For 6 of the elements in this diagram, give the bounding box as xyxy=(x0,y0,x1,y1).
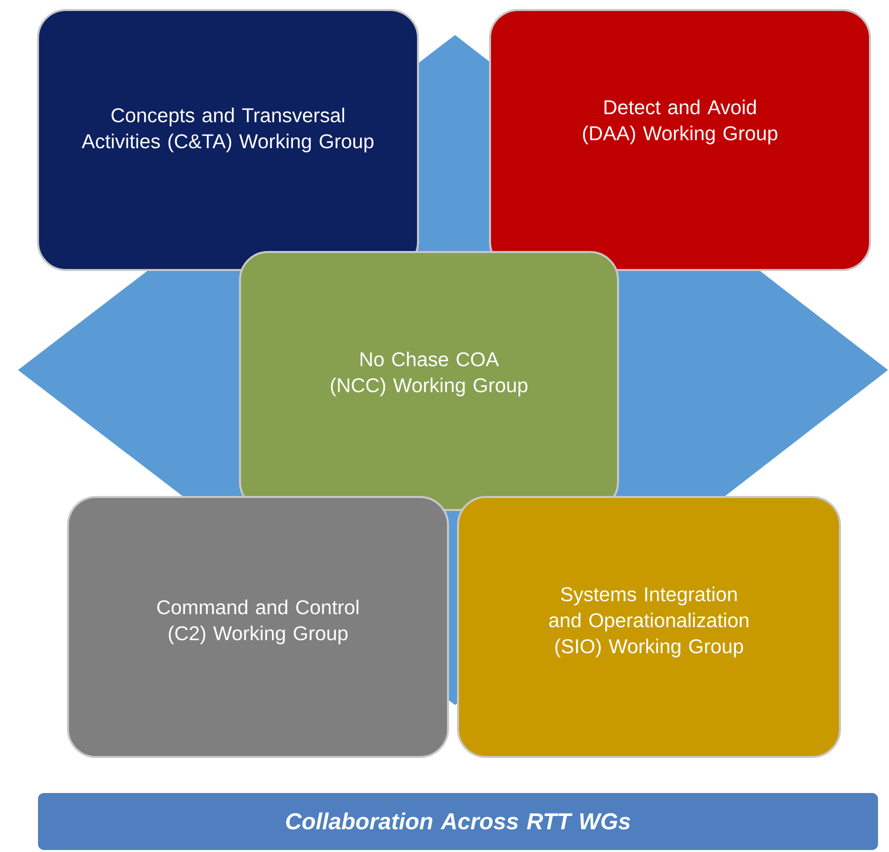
group-box: Concepts and Transversal Activities (C&TA) Working Group xyxy=(37,9,419,271)
title-banner: Collaboration Across RTT WGs xyxy=(38,793,878,850)
group-box: Systems Integration and Operationalization (SIO) Working Group xyxy=(457,496,841,758)
group-box: No Chase COA (NCC) Working Group xyxy=(239,251,619,511)
group-box: Command and Control (C2) Working Group xyxy=(67,496,449,758)
group-box: Detect and Avoid (DAA) Working Group xyxy=(489,9,871,271)
